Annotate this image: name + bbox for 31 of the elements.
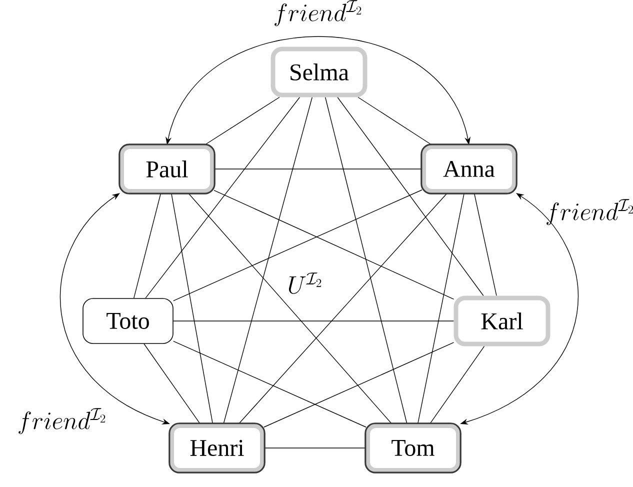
connecting-line — [188, 192, 392, 424]
edge-label: $friend^{\mathcal{I}_2}$ — [546, 199, 633, 226]
name-box: Selma — [270, 46, 368, 98]
connecting-line — [134, 192, 162, 298]
connecting-line — [173, 340, 366, 428]
connecting-line — [337, 96, 484, 296]
connecting-line — [204, 96, 280, 146]
name-box: Paul — [118, 144, 216, 194]
connecting-line — [170, 192, 214, 424]
connecting-line — [358, 96, 432, 146]
connecting-line — [474, 192, 497, 296]
connecting-line — [214, 168, 422, 170]
connecting-line — [173, 320, 454, 322]
connecting-line — [324, 96, 408, 424]
connecting-line — [223, 96, 312, 424]
name-box: Henri — [168, 422, 266, 474]
connecting-line — [417, 192, 465, 424]
connecting-line — [173, 190, 422, 302]
connecting-line — [144, 344, 201, 424]
name-box: Anna — [420, 144, 518, 194]
relation-label: $U^{\mathcal{I}_2}$ — [288, 272, 322, 294]
connecting-line — [264, 342, 454, 428]
name-box: Tom — [364, 422, 462, 474]
connecting-line — [145, 96, 300, 298]
name-box: Toto — [82, 298, 174, 344]
edge-label: $friend^{\mathcal{I}_2}$ — [274, 0, 362, 26]
connecting-line — [238, 192, 448, 424]
edge-label: $friend^{\mathcal{I}_2}$ — [18, 408, 106, 434]
connecting-line — [429, 346, 485, 424]
connecting-line — [214, 190, 454, 300]
name-box: Karl — [454, 296, 550, 346]
